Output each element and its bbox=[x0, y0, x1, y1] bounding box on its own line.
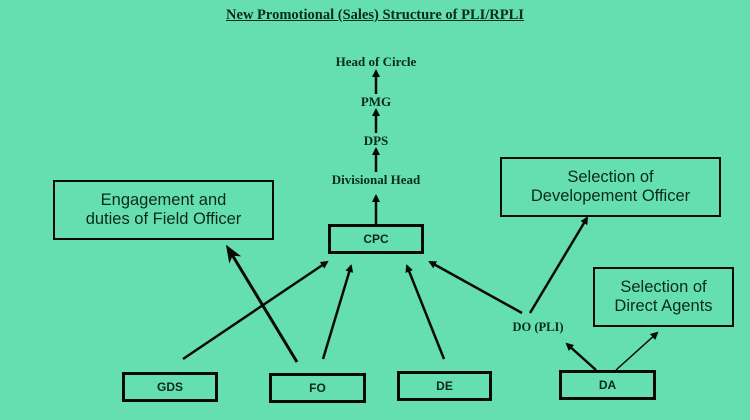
arrow-fo-to-field-officer-note bbox=[225, 244, 299, 363]
page-title: New Promotional (Sales) Structure of PLI… bbox=[226, 7, 524, 23]
direct-agents-note-line2: Direct Agents bbox=[614, 297, 713, 315]
fo-label: FO bbox=[309, 381, 326, 395]
arrow-do-to-dev-officer-note bbox=[528, 216, 589, 314]
do-pli-label: DO (PLI) bbox=[512, 320, 564, 334]
divisional-head-label: Divisional Head bbox=[331, 172, 421, 187]
direct-agents-note-box: Selection of Direct Agents bbox=[593, 267, 734, 327]
dps-label: DPS bbox=[363, 133, 389, 148]
gds-box: GDS bbox=[122, 372, 218, 402]
cpc-label: CPC bbox=[363, 232, 389, 246]
cpc-box: CPC bbox=[328, 224, 424, 254]
arrow-fo-to-cpc bbox=[321, 264, 354, 360]
da-box: DA bbox=[559, 370, 656, 400]
field-officer-note-line1: Engagement and bbox=[100, 191, 227, 209]
head-of-circle-label: Head of Circle bbox=[335, 54, 417, 69]
gds-label: GDS bbox=[156, 380, 183, 394]
de-label: DE bbox=[436, 379, 453, 393]
arrow-da-to-agents-note bbox=[615, 331, 659, 371]
arrow-gds-to-cpc bbox=[182, 260, 329, 361]
dev-officer-note-line1: Selection of bbox=[567, 168, 654, 186]
dev-officer-note-line2: Developement Officer bbox=[530, 187, 691, 205]
pmg-label: PMG bbox=[360, 94, 392, 109]
arrow-do-to-cpc bbox=[428, 260, 523, 315]
de-box: DE bbox=[397, 371, 492, 401]
arrow-de-to-cpc bbox=[405, 264, 446, 360]
field-officer-note-line2: duties of Field Officer bbox=[85, 210, 242, 228]
arrow-da-to-do bbox=[565, 342, 597, 371]
da-label: DA bbox=[598, 378, 617, 392]
field-officer-note-box: Engagement and duties of Field Officer bbox=[53, 180, 274, 240]
dev-officer-note-box: Selection of Developement Officer bbox=[500, 157, 721, 217]
fo-box: FO bbox=[269, 373, 366, 403]
direct-agents-note-line1: Selection of bbox=[620, 278, 707, 296]
